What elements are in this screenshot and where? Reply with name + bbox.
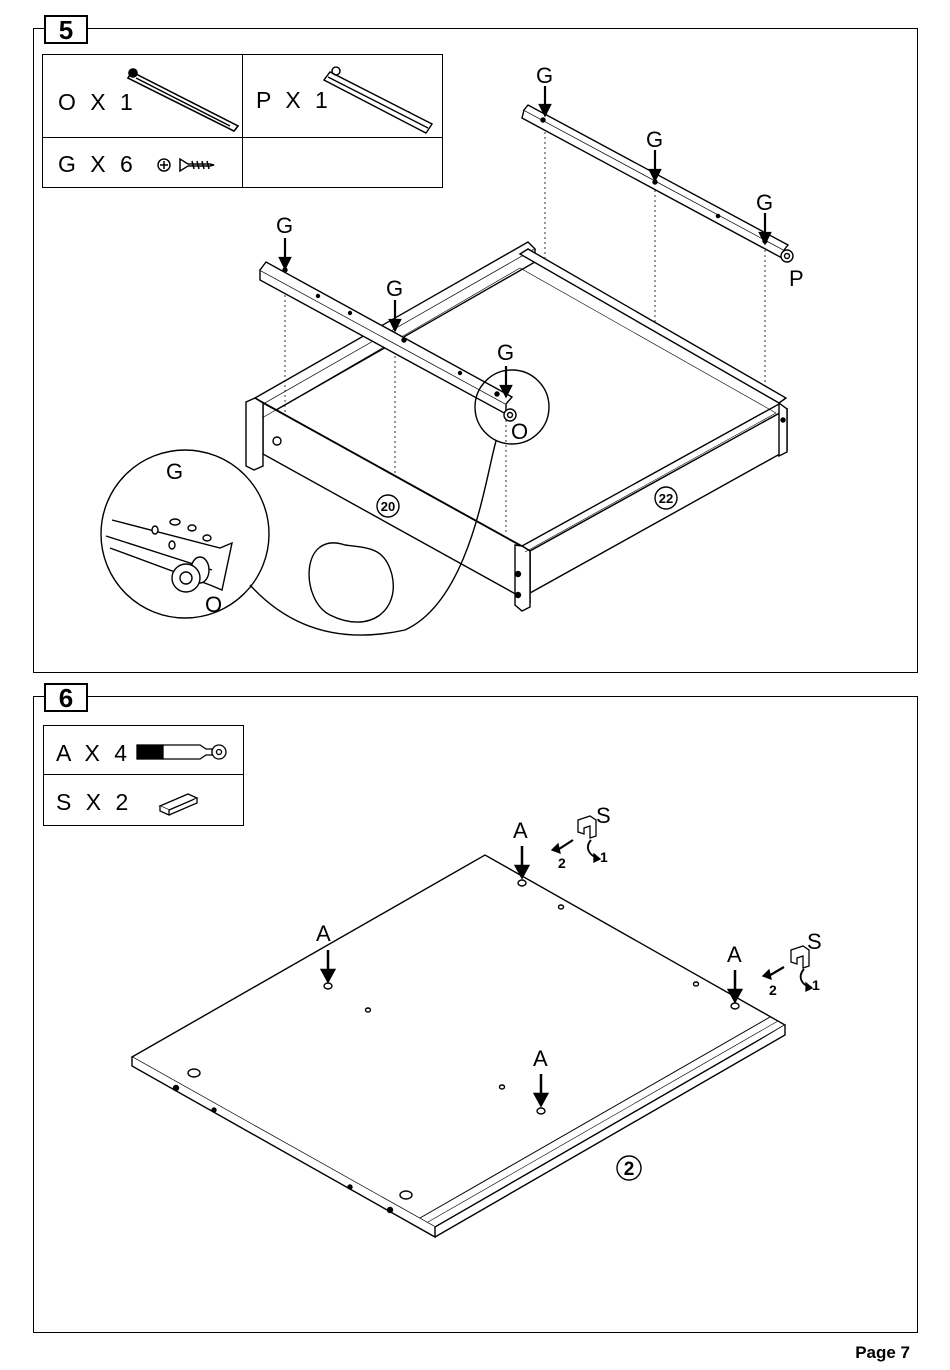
panel-ref-20-label: 20: [381, 499, 395, 514]
panel-ref-22-label: 22: [659, 491, 673, 506]
step-6-parts-box: A X 4 S X 2: [43, 725, 244, 826]
callout-g-6: G: [756, 190, 773, 215]
callout-g-3: G: [497, 340, 514, 365]
step-6-number: 6: [44, 683, 88, 712]
detail-magnifier: [101, 370, 549, 635]
screw-icon: [158, 159, 214, 171]
cabinet-rail-icon: [324, 67, 432, 133]
callout-g-2: G: [386, 276, 403, 301]
panel-ref-20: 20: [377, 495, 399, 517]
callout-g-detail: G: [166, 459, 183, 484]
part-s-qty: S X 2: [56, 789, 132, 816]
callout-g-5: G: [646, 127, 663, 152]
slide-rail-icon: [128, 69, 238, 131]
callout-o: O: [511, 419, 528, 444]
drawer-box-drawing: [246, 122, 787, 611]
callout-g-4: G: [536, 63, 553, 88]
panel-ref-22: 22: [655, 487, 677, 509]
callout-p: P: [789, 266, 804, 291]
parts-cell-a: A X 4: [44, 726, 244, 775]
callout-g-1: G: [276, 213, 293, 238]
page-number: Page 7: [855, 1343, 910, 1363]
parts-cell-s: S X 2: [44, 775, 244, 825]
part-a-qty: A X 4: [56, 740, 131, 767]
callout-o-detail: O: [205, 592, 222, 617]
